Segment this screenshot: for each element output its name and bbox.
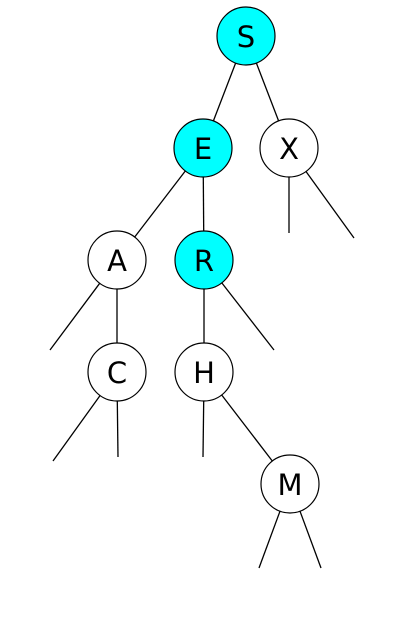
tree-node-m: M bbox=[260, 454, 320, 514]
null-link-c-left bbox=[52, 395, 101, 462]
node-label: C bbox=[107, 356, 127, 390]
node-circle bbox=[260, 454, 320, 514]
tree-edge-s-x bbox=[255, 62, 280, 122]
tree-node-h: H bbox=[174, 342, 234, 402]
node-label: A bbox=[107, 244, 127, 278]
null-link-m-right bbox=[299, 510, 322, 569]
node-label: M bbox=[277, 468, 302, 502]
null-link-h-left bbox=[202, 400, 205, 458]
tree-node-x: X bbox=[259, 118, 319, 178]
node-circle bbox=[173, 118, 233, 178]
edges-layer bbox=[49, 62, 355, 569]
null-link-c-right bbox=[116, 400, 119, 458]
node-label: S bbox=[237, 20, 255, 54]
node-label: E bbox=[194, 132, 212, 166]
node-circle bbox=[174, 230, 234, 290]
null-link-a-left bbox=[49, 282, 101, 351]
node-label: X bbox=[279, 132, 299, 166]
tree-node-c: C bbox=[87, 342, 147, 402]
node-label: H bbox=[193, 356, 215, 390]
null-link-m-left bbox=[258, 510, 281, 569]
null-link-r-right bbox=[221, 282, 275, 351]
tree-node-a: A bbox=[87, 230, 147, 290]
node-circle bbox=[216, 6, 276, 66]
tree-node-r: R bbox=[174, 230, 234, 290]
node-circle bbox=[174, 342, 234, 402]
node-circle bbox=[259, 118, 319, 178]
tree-node-s: S bbox=[216, 6, 276, 66]
tree-edge-s-e bbox=[212, 62, 237, 122]
node-circle bbox=[87, 342, 147, 402]
tree-node-e: E bbox=[173, 118, 233, 178]
tree-edge-h-m bbox=[221, 394, 273, 462]
node-label: R bbox=[194, 244, 214, 278]
null-link-x-right bbox=[305, 171, 355, 239]
tree-edge-e-a bbox=[134, 170, 186, 238]
nodes-layer: S E X A R C H M bbox=[87, 6, 320, 514]
node-circle bbox=[87, 230, 147, 290]
